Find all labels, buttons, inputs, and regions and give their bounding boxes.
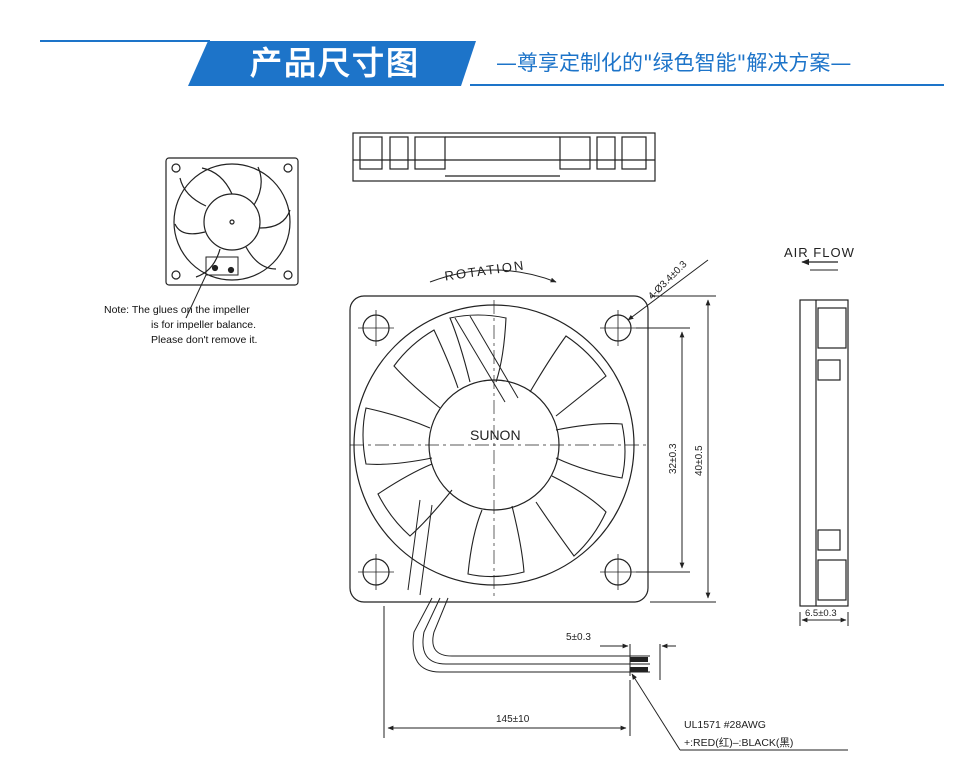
banner-graphics [40, 40, 944, 86]
vertical-dimensions [636, 295, 716, 603]
title-ribbon [188, 41, 476, 86]
wire-colors-label: +:RED(红)–:BLACK(黑) [684, 736, 793, 749]
top-side-view [352, 132, 656, 182]
frame-size-label: 40±0.5 [694, 445, 705, 476]
air-flow-label: AIR FLOW [784, 245, 855, 260]
hole-spacing-label: 32±0.3 [668, 443, 679, 474]
small-fan-view [165, 157, 299, 319]
note-line-1: The glues on the impeller [131, 304, 250, 316]
header-banner: 产品尺寸图 —尊享定制化的"绿色智能"解决方案— [0, 0, 980, 100]
main-front-view [349, 295, 649, 603]
impeller-note: Note: The glues on the impeller is for i… [104, 303, 304, 348]
page-title: 产品尺寸图 [249, 44, 420, 82]
rotation-arrow [429, 269, 557, 283]
mounting-holes [358, 310, 636, 590]
hole-leader [627, 259, 709, 321]
right-side-view [799, 258, 849, 626]
brand-label: SUNON [470, 427, 521, 443]
wire-spec-label: UL1571 #28AWG [684, 719, 766, 731]
note-prefix: Note: [104, 304, 130, 316]
rotation-label: ROTATION [444, 257, 527, 283]
note-line-2: is for impeller balance. [151, 319, 257, 331]
lead-length-label: 145±10 [496, 714, 530, 725]
lead-strip-label: 5±0.3 [566, 632, 591, 643]
page-subtitle: —尊享定制化的"绿色智能"解决方案— [496, 51, 852, 75]
note-line-3: Please don't remove it. [151, 334, 258, 346]
lead-wires [383, 597, 848, 751]
thickness-label: 6.5±0.3 [805, 608, 837, 619]
fan-blades [362, 314, 626, 578]
